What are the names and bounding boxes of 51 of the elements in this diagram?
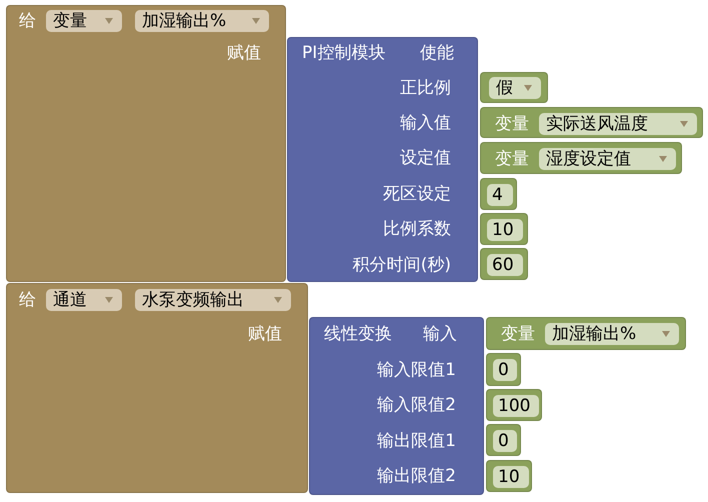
dropdown-field: 湿度设定值 xyxy=(539,148,676,170)
value-block xyxy=(480,72,548,103)
number-field: 10 xyxy=(487,219,523,241)
number-block xyxy=(486,389,542,421)
block-label: 给 xyxy=(19,10,36,32)
block-label: 正比例 xyxy=(400,77,451,99)
variable-block xyxy=(480,142,682,174)
set-block xyxy=(6,5,286,282)
block-label: 变量 xyxy=(495,113,529,135)
dropdown-field: 通道 xyxy=(46,289,122,311)
number-block xyxy=(486,353,521,386)
block-label: 赋值 xyxy=(227,42,261,64)
dropdown-field: 水泵变频输出 xyxy=(135,289,291,311)
number-field: 4 xyxy=(487,184,513,206)
block-label: 给 xyxy=(19,289,36,311)
block-label: 设定值 xyxy=(400,147,451,169)
transform-block xyxy=(309,317,484,495)
dropdown-field: 加湿输出% xyxy=(545,323,679,345)
number-block xyxy=(480,178,517,210)
block-label: 积分时间(秒) xyxy=(352,254,451,276)
block-label: 输出限值1 xyxy=(377,430,456,452)
variable-block xyxy=(486,317,686,350)
dropdown-field: 加湿输出% xyxy=(135,10,269,32)
number-field: 100 xyxy=(493,395,539,417)
number-field: 0 xyxy=(493,359,517,381)
block-label: 变量 xyxy=(501,323,535,345)
number-field: 10 xyxy=(493,466,529,488)
control-block xyxy=(287,37,478,282)
number-field: 60 xyxy=(487,254,523,276)
number-block xyxy=(480,248,528,280)
variable-block xyxy=(480,107,703,138)
number-block xyxy=(486,424,521,456)
block-label: 输入值 xyxy=(400,112,451,134)
dropdown-field: 假 xyxy=(489,77,541,99)
block-label: 赋值 xyxy=(248,323,282,345)
block-label: 变量 xyxy=(495,148,529,170)
block-label: PI控制模块 xyxy=(302,42,386,64)
block-label: 输入限值2 xyxy=(377,394,456,416)
block-label: 使能 xyxy=(420,42,454,64)
number-block xyxy=(486,460,532,492)
block-label: 死区设定 xyxy=(383,183,451,205)
number-block xyxy=(480,213,528,245)
block-label: 输出限值2 xyxy=(377,465,456,487)
dropdown-field: 变量 xyxy=(46,10,122,32)
block-label: 比例系数 xyxy=(383,218,451,240)
number-field: 0 xyxy=(493,430,517,452)
set-block xyxy=(6,283,308,493)
block-label: 输入限值1 xyxy=(377,359,456,381)
block-label: 线性变换 xyxy=(324,323,392,345)
block-label: 输入 xyxy=(423,323,457,345)
dropdown-field: 实际送风温度 xyxy=(539,113,697,135)
